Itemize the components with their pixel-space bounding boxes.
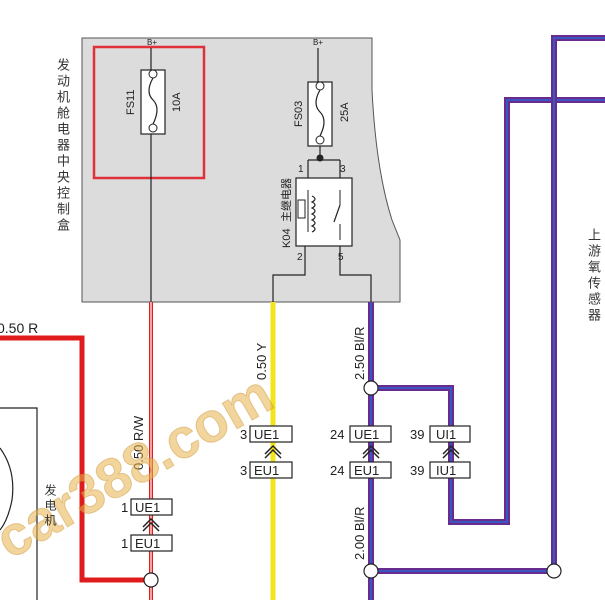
- splice-red: [143, 572, 159, 588]
- connector-4-pin-upper: 39: [410, 427, 424, 442]
- relay-name: 主继电器: [280, 178, 293, 222]
- module-box: [81, 37, 401, 303]
- wire-label-blr-top: 2.50 Bl/R: [352, 327, 367, 380]
- fuse-fs03-rating: 25A: [339, 102, 351, 122]
- wire-label-blr-bottom: 2.00 Bl/R: [352, 507, 367, 560]
- connector-1-lower: EU1: [135, 536, 160, 551]
- wire-blr-bottom: [371, 35, 605, 574]
- connector-1-upper: UE1: [135, 500, 160, 515]
- connector-2-pin-lower: 3: [240, 463, 247, 478]
- connector-4-lower: IU1: [436, 463, 456, 478]
- connector-1-pin-upper: 1: [121, 500, 128, 515]
- connector-3-lower: EU1: [354, 463, 379, 478]
- generator-label: 发电机: [43, 484, 57, 529]
- splice-blr-bottom: [363, 563, 379, 579]
- fuse-highlight-box: [92, 45, 206, 180]
- relay-id: K04: [281, 228, 293, 248]
- relay-pin2: 2: [297, 252, 303, 263]
- connector-2-lower: EU1: [254, 463, 279, 478]
- wire-blr-branch: [371, 97, 605, 525]
- connector-4-pin-lower: 39: [410, 463, 424, 478]
- fuse-fs11-id: FS11: [125, 90, 137, 115]
- power-label-1: B+: [147, 38, 157, 47]
- wire-label-rw: 0.50 R/W: [131, 415, 146, 470]
- splice-blr-right: [546, 563, 562, 579]
- relay-pin3: 3: [340, 164, 346, 175]
- connector-1-pin-lower: 1: [121, 536, 128, 551]
- fuse-fs03-id: FS03: [293, 101, 305, 127]
- connector-2: 3 UE1 3 EU1: [240, 425, 293, 479]
- connector-3-upper: UE1: [354, 427, 379, 442]
- connector-3-pin-lower: 24: [330, 463, 344, 478]
- connector-4-upper: UI1: [436, 427, 456, 442]
- splice-blr-top: [363, 380, 379, 396]
- connector-4: 39 UI1 39 IU1: [410, 425, 471, 479]
- connector-3: 24 UE1 24 EU1: [330, 425, 392, 479]
- relay-pin5: 5: [338, 252, 344, 263]
- generator-outline: [0, 407, 38, 600]
- connector-2-upper: UE1: [254, 427, 279, 442]
- connector-1: 1 UE1 1 EU1: [121, 498, 173, 552]
- sensor-label: 上游氧传感器: [585, 228, 600, 324]
- connector-2-pin-upper: 3: [240, 427, 247, 442]
- connector-3-pin-upper: 24: [330, 427, 344, 442]
- wire-label-red: 0.50 R: [0, 320, 38, 336]
- wire-red-main: [0, 335, 151, 583]
- fuse-fs11-rating: 10A: [171, 92, 183, 112]
- power-label-2: B+: [313, 38, 323, 47]
- module-name-label: 发动机舱电器中央控制盒: [54, 58, 69, 234]
- relay-k04-body: [295, 177, 353, 247]
- relay-pin1: 1: [298, 164, 304, 175]
- wire-label-yellow: 0.50 Y: [254, 342, 269, 380]
